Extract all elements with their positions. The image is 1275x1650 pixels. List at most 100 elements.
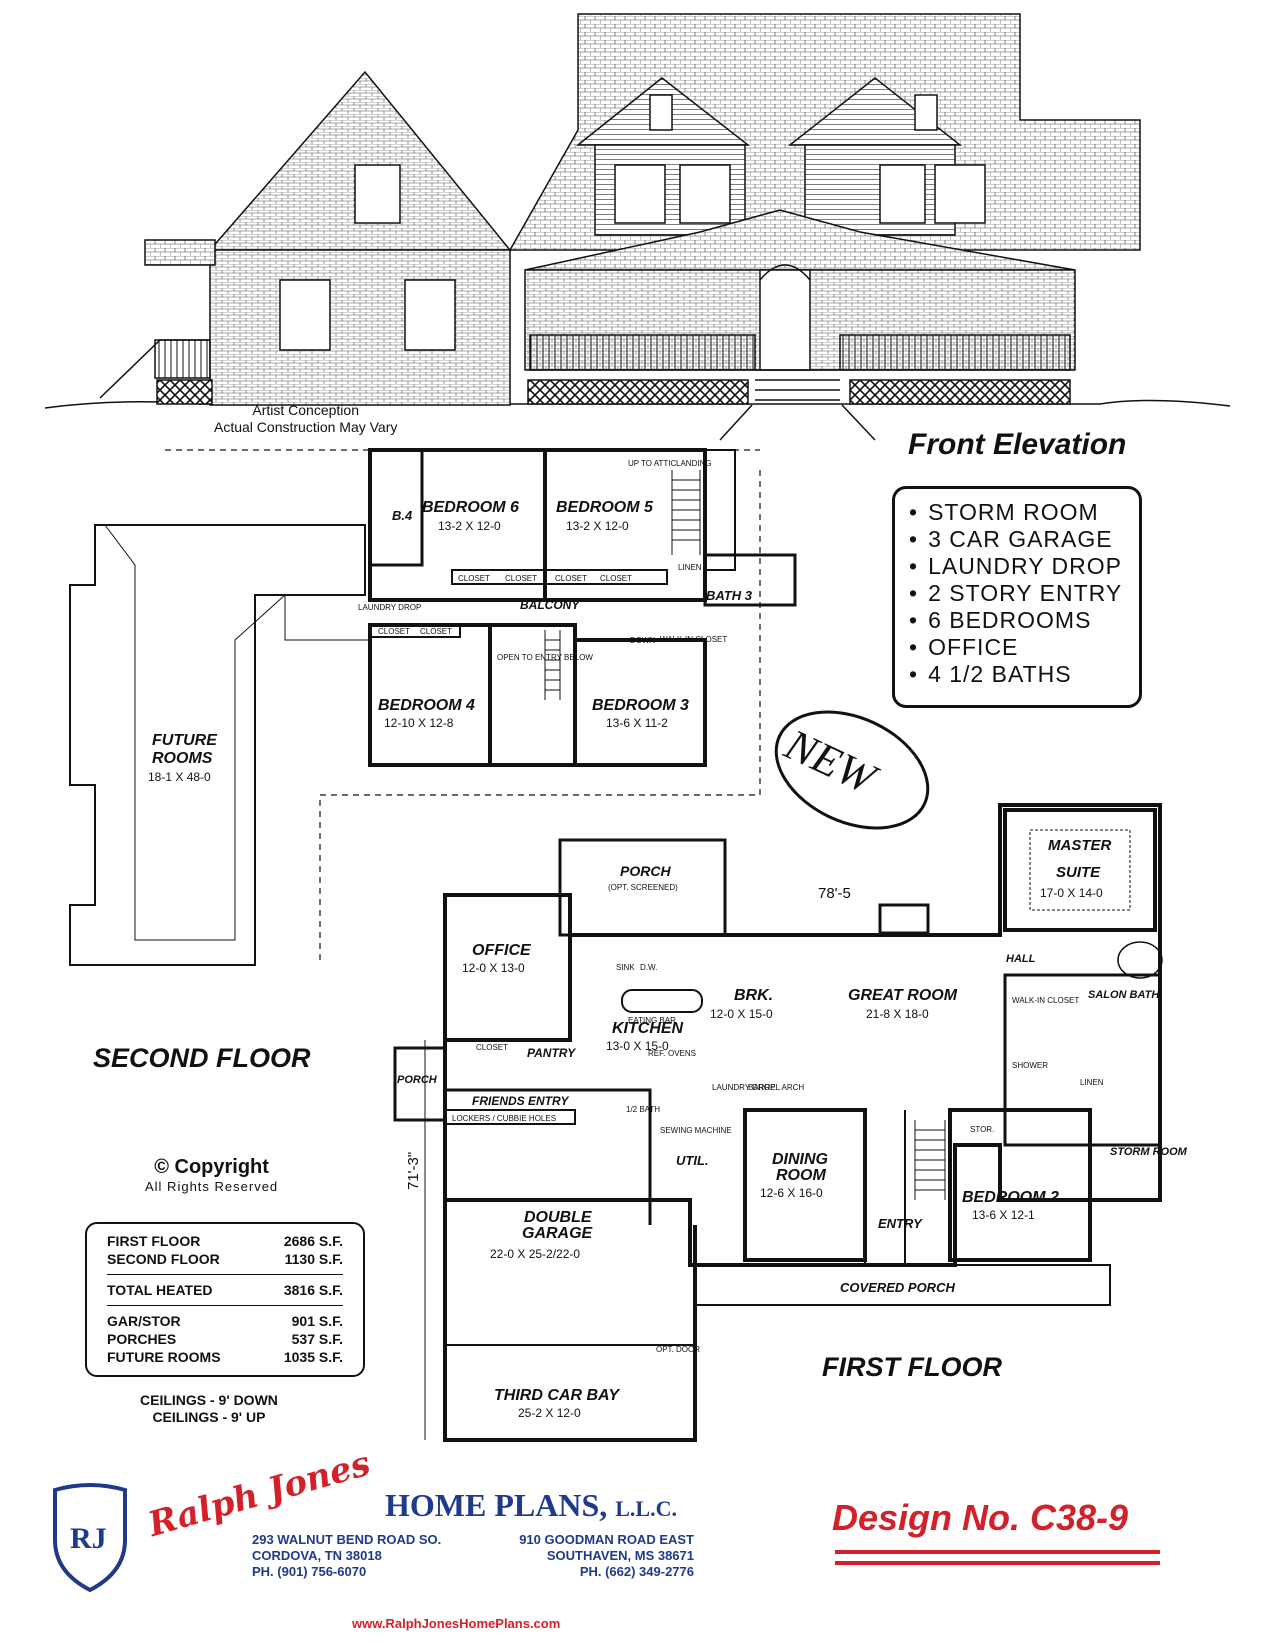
porch-name: PORCH <box>620 863 671 879</box>
garage-name1: DOUBLE <box>524 1209 593 1226</box>
up-attic-label: UP TO ATTIC <box>628 459 677 468</box>
master-name2: SUITE <box>1056 864 1101 881</box>
ref-label: REF. <box>648 1049 665 1058</box>
first-floor-labels: PORCH (OPT. SCREENED) 78'-5 OFFICE 12-0 … <box>397 837 1188 1420</box>
closet-label: CLOSET <box>378 627 410 636</box>
hall-label: HALL <box>1006 953 1036 965</box>
future-rooms-name2: ROOMS <box>152 750 213 767</box>
b4-label: B.4 <box>392 508 413 523</box>
address-line: PH. (662) 349-2776 <box>579 1564 694 1579</box>
depth-dimension: 71'-3" <box>405 1152 422 1190</box>
master-name1: MASTER <box>1048 837 1112 854</box>
feature-item: 4 1/2 BATHS <box>909 661 1139 688</box>
company-name-suffix: L.L.C. <box>615 1496 677 1521</box>
sqft-row: PORCHES 537 S.F. <box>107 1330 343 1348</box>
brk-dim: 12-0 X 15-0 <box>710 1007 773 1021</box>
closet-label: CLOSET <box>420 627 452 636</box>
closet-label: CLOSET <box>555 574 587 583</box>
covered-porch-label: COVERED PORCH <box>840 1280 955 1295</box>
second-floor-labels: BEDROOM 6 13-2 X 12-0 BEDROOM 5 13-2 X 1… <box>148 459 753 784</box>
bedroom6-dim: 13-2 X 12-0 <box>438 519 501 533</box>
office-dim: 12-0 X 13-0 <box>462 961 525 975</box>
closet-label: CLOSET <box>600 574 632 583</box>
artist-note: Artist Conception Actual Construction Ma… <box>214 402 397 436</box>
feature-item: OFFICE <box>909 634 1139 661</box>
kitchen-dim: 13-0 X 15-0 <box>606 1039 669 1053</box>
ceilings-line2: CEILINGS - 9' UP <box>152 1409 266 1425</box>
dw-label: D.W. <box>640 963 657 972</box>
closet-label: CLOSET <box>458 574 490 583</box>
friends-entry-label: FRIENDS ENTRY <box>472 1094 569 1108</box>
sqft-row: FIRST FLOOR 2686 S.F. <box>107 1232 343 1250</box>
laundry-drop-label: LAUNDRY DROP <box>712 1083 775 1092</box>
sqft-value: 1130 S.F. <box>284 1251 343 1267</box>
shield-logo-icon: RJ <box>53 1483 127 1593</box>
lockers-label: LOCKERS / CUBBIE HOLES <box>452 1114 556 1123</box>
salon-bath-label: SALON BATH <box>1088 989 1160 1001</box>
open-entry-label: OPEN TO ENTRY BELOW <box>497 653 593 662</box>
copyright-line2: All Rights Reserved <box>145 1179 279 1194</box>
entry-label: ENTRY <box>878 1216 923 1231</box>
bedroom2-name: BEDROOM 2 <box>962 1189 1059 1206</box>
company-name: HOME PLANS, L.L.C. <box>385 1487 677 1524</box>
stor-label: STOR. <box>970 1125 994 1134</box>
website-link[interactable]: www.RalphJonesHomePlans.com <box>352 1616 561 1631</box>
linen-label: LINEN <box>1080 1078 1104 1087</box>
copyright-notice: © Copyright All Rights Reserved <box>145 1156 278 1194</box>
sewing-label: SEWING MACHINE <box>660 1126 732 1135</box>
balcony-label: BALCONY <box>520 598 580 612</box>
first-floor-title: FIRST FLOOR <box>822 1352 1002 1382</box>
future-rooms-name1: FUTURE <box>152 732 218 749</box>
side-porch-label: PORCH <box>397 1074 438 1086</box>
great-room-dim: 21-8 X 18-0 <box>866 1007 929 1021</box>
brk-name: BRK. <box>734 987 773 1004</box>
sqft-label: PORCHES <box>107 1331 177 1347</box>
storm-room-label: STORM ROOM <box>1110 1146 1188 1158</box>
walkin-label: WALK-IN CLOSET <box>1012 996 1079 1005</box>
dining-dim: 12-6 X 16-0 <box>760 1186 823 1200</box>
bedroom3-dim: 13-6 X 11-2 <box>606 716 668 730</box>
future-rooms-dim: 18-1 X 48-0 <box>148 770 211 784</box>
sqft-value: 1035 S.F. <box>283 1349 343 1365</box>
sqft-label: SECOND FLOOR <box>107 1251 220 1267</box>
address-cordova: 293 WALNUT BEND ROAD SO. CORDOVA, TN 380… <box>252 1532 441 1580</box>
pantry-label: PANTRY <box>527 1046 576 1060</box>
address-line: 910 GOODMAN ROAD EAST <box>519 1532 694 1547</box>
features-box: STORM ROOM 3 CAR GARAGE LAUNDRY DROP 2 S… <box>892 486 1142 708</box>
sqft-row: SECOND FLOOR 1130 S.F. <box>107 1250 343 1268</box>
sqft-label: FIRST FLOOR <box>107 1233 201 1249</box>
util-label: UTIL. <box>676 1153 709 1168</box>
closet-label: CLOSET <box>476 1043 508 1052</box>
half-bath-label: 1/2 BATH <box>626 1105 660 1114</box>
sink-label: SINK <box>616 963 635 972</box>
dining-name1: DINING <box>772 1151 828 1168</box>
shower-label: SHOWER <box>1012 1061 1048 1070</box>
third-bay-dim: 25-2 X 12-0 <box>518 1406 581 1420</box>
garage-name2: GARAGE <box>522 1225 594 1242</box>
sqft-value: 537 S.F. <box>291 1331 343 1347</box>
ceilings-note: CEILINGS - 9' DOWN CEILINGS - 9' UP <box>140 1392 278 1426</box>
design-underline <box>835 1550 1160 1565</box>
square-footage-table: FIRST FLOOR 2686 S.F. SECOND FLOOR 1130 S.… <box>85 1222 365 1377</box>
garage-dim: 22-0 X 25-2/22-0 <box>490 1247 580 1261</box>
great-room-name: GREAT ROOM <box>848 987 958 1004</box>
kitchen-name: KITCHEN <box>612 1020 684 1037</box>
bath3-label: BATH 3 <box>706 588 753 603</box>
closet-label: CLOSET <box>505 574 537 583</box>
bedroom2-dim: 13-6 X 12-1 <box>972 1208 1035 1222</box>
bedroom4-name: BEDROOM 4 <box>378 697 475 714</box>
bedroom4-dim: 12-10 X 12-8 <box>384 716 454 730</box>
first-floor-plan <box>393 803 1163 1442</box>
feature-item: 6 BEDROOMS <box>909 607 1139 634</box>
feature-item: 2 STORY ENTRY <box>909 580 1139 607</box>
address-line: SOUTHAVEN, MS 38671 <box>546 1548 694 1563</box>
second-floor-plan <box>69 448 930 966</box>
third-bay-name: THIRD CAR BAY <box>494 1387 620 1404</box>
design-number: Design No. C38-9 <box>832 1497 1129 1538</box>
sqft-value: 2686 S.F. <box>283 1233 343 1249</box>
ceilings-line1: CEILINGS - 9' DOWN <box>140 1392 278 1408</box>
